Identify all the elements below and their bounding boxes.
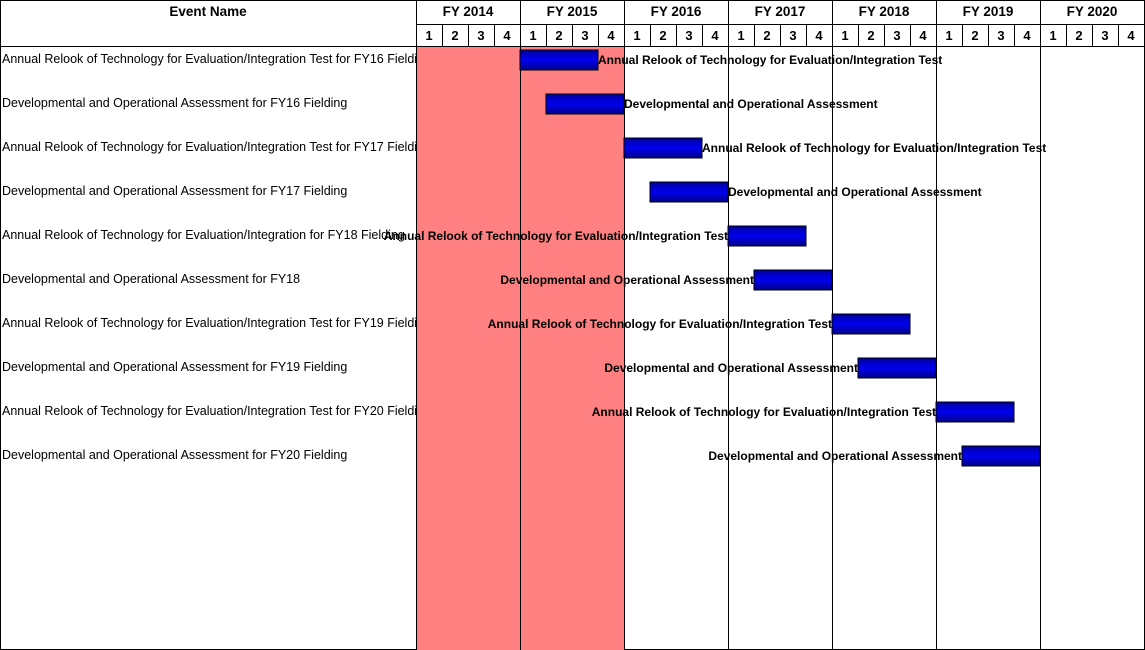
event-name: Annual Relook of Technology for Evaluati… (2, 404, 431, 418)
event-name-header: Event Name (169, 4, 247, 19)
quarter-label: 4 (1023, 28, 1031, 43)
bar-label: Developmental and Operational Assessment (500, 273, 754, 287)
quarter-label: 4 (503, 28, 511, 43)
fy-label: FY 2019 (963, 4, 1014, 19)
bar-label: Developmental and Operational Assessment (728, 185, 982, 199)
event-bar (961, 445, 1041, 467)
quarter-label: 4 (1127, 28, 1135, 43)
event-bar (857, 357, 937, 379)
bar-label: Developmental and Operational Assessment (604, 361, 858, 375)
event-name: Developmental and Operational Assessment… (2, 448, 347, 462)
event-bar (649, 181, 729, 203)
event-name: Annual Relook of Technology for Evaluati… (2, 140, 431, 154)
event-bar (831, 313, 911, 335)
event-name: Developmental and Operational Assessment… (2, 184, 347, 198)
event-name-column: Annual Relook of Technology for Evaluati… (2, 52, 431, 462)
quarter-label: 2 (971, 28, 978, 43)
quarter-label: 1 (529, 28, 536, 43)
event-name: Developmental and Operational Assessment… (2, 360, 347, 374)
bar-labels: Annual Relook of Technology for Evaluati… (384, 53, 1047, 463)
timeline-header: Event Name FY 2014 1 2 3 4 FY 2015 1 2 3 4 FY 2016… (169, 4, 1135, 43)
fy-label: FY 2020 (1067, 4, 1118, 19)
bar-label: Annual Relook of Technology for Evaluati… (488, 317, 832, 331)
quarter-label: 4 (919, 28, 927, 43)
quarter-label: 3 (581, 28, 588, 43)
quarter-label: 2 (763, 28, 770, 43)
quarter-label: 2 (451, 28, 458, 43)
quarter-label: 3 (1101, 28, 1108, 43)
event-bar (623, 137, 703, 159)
event-name: Annual Relook of Technology for Evaluati… (2, 52, 431, 66)
quarter-label: 1 (425, 28, 432, 43)
bar-label: Annual Relook of Technology for Evaluati… (598, 53, 942, 67)
quarter-label: 4 (815, 28, 823, 43)
quarter-label: 2 (1075, 28, 1082, 43)
event-name: Developmental and Operational Assessment… (2, 96, 347, 110)
bar-label: Developmental and Operational Assessment (624, 97, 878, 111)
event-name: Annual Relook of Technology for Evaluati… (2, 316, 431, 330)
quarter-label: 2 (555, 28, 562, 43)
event-bar (753, 269, 833, 291)
event-bars (519, 49, 1041, 467)
event-bar (519, 49, 599, 71)
quarter-label: 4 (711, 28, 719, 43)
quarter-label: 3 (477, 28, 484, 43)
quarter-label: 3 (997, 28, 1004, 43)
fy-label: FY 2016 (651, 4, 702, 19)
bar-label: Developmental and Operational Assessment (708, 449, 962, 463)
quarter-label: 3 (893, 28, 900, 43)
bar-label: Annual Relook of Technology for Evaluati… (592, 405, 936, 419)
fy-label: FY 2017 (755, 4, 806, 19)
quarter-label: 1 (1049, 28, 1056, 43)
quarter-label: 1 (633, 28, 640, 43)
quarter-label: 3 (789, 28, 796, 43)
quarter-label: 1 (945, 28, 952, 43)
quarter-label: 1 (841, 28, 848, 43)
quarter-label: 3 (685, 28, 692, 43)
event-bar (935, 401, 1015, 423)
event-name: Developmental and Operational Assessment… (2, 272, 300, 286)
bar-label: Annual Relook of Technology for Evaluati… (384, 229, 728, 243)
quarter-label: 2 (867, 28, 874, 43)
fy-label: FY 2018 (859, 4, 910, 19)
event-name: Annual Relook of Technology for Evaluati… (2, 228, 405, 242)
quarter-label: 1 (737, 28, 744, 43)
quarter-label: 4 (607, 28, 615, 43)
bar-label: Annual Relook of Technology for Evaluati… (702, 141, 1046, 155)
event-bar (545, 93, 625, 115)
fy-label: FY 2015 (547, 4, 598, 19)
fy-label: FY 2014 (443, 4, 494, 19)
quarter-label: 2 (659, 28, 666, 43)
event-bar (727, 225, 807, 247)
